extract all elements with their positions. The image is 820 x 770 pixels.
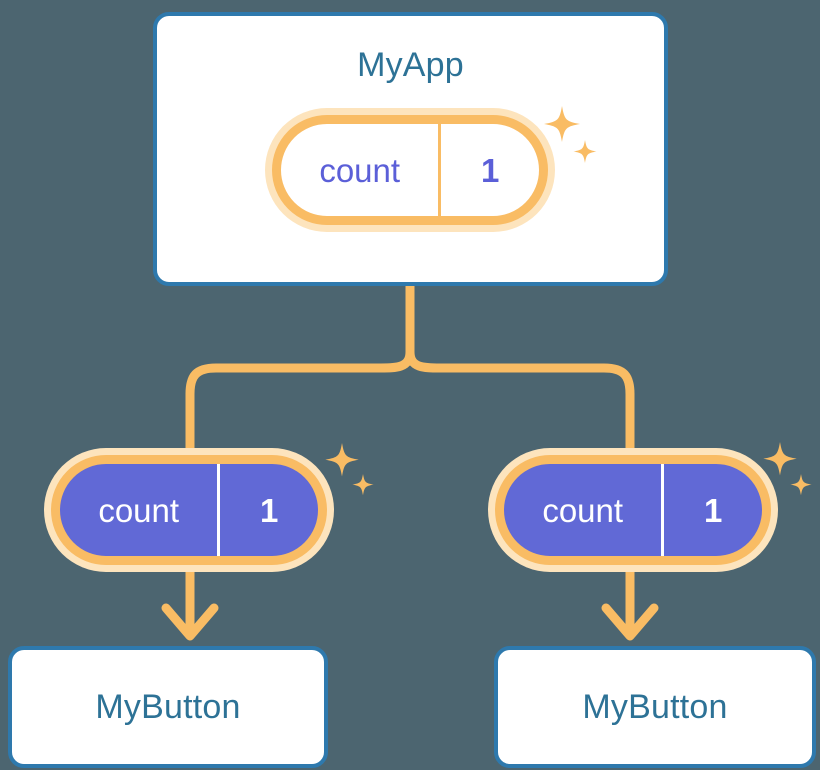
state-value-label: 1 bbox=[217, 464, 318, 556]
component-title-myapp: MyApp bbox=[357, 46, 464, 84]
sparkle-4-point-large-icon bbox=[325, 443, 359, 477]
branch-line-left bbox=[185, 281, 415, 457]
sparkle-4-point-small-icon bbox=[790, 474, 812, 496]
branch-line-right bbox=[405, 281, 635, 457]
state-pill-ring: count 1 bbox=[51, 455, 327, 565]
state-value-label: 1 bbox=[661, 464, 762, 556]
state-key-label: count bbox=[542, 491, 624, 529]
state-pill-child-left[interactable]: count 1 bbox=[44, 448, 334, 572]
state-pill-myapp[interactable]: count 1 bbox=[265, 108, 555, 232]
component-card-mybutton-right[interactable]: MyButton bbox=[494, 646, 816, 768]
state-key-label: count bbox=[319, 151, 401, 189]
state-pill-ring: count 1 bbox=[272, 115, 548, 225]
state-pill-child-right[interactable]: count 1 bbox=[488, 448, 778, 572]
arrow-head-right bbox=[601, 603, 659, 641]
sparkle-4-point-large-icon bbox=[763, 442, 797, 476]
sparkle-4-point-small-icon bbox=[352, 474, 374, 496]
component-title-mybutton: MyButton bbox=[95, 688, 241, 726]
component-title-mybutton: MyButton bbox=[582, 688, 728, 726]
arrow-head-left bbox=[161, 603, 219, 641]
state-pill-ring: count 1 bbox=[495, 455, 771, 565]
component-card-mybutton-left[interactable]: MyButton bbox=[8, 646, 328, 768]
state-value-label: 1 bbox=[438, 124, 539, 216]
state-key-label: count bbox=[98, 491, 180, 529]
